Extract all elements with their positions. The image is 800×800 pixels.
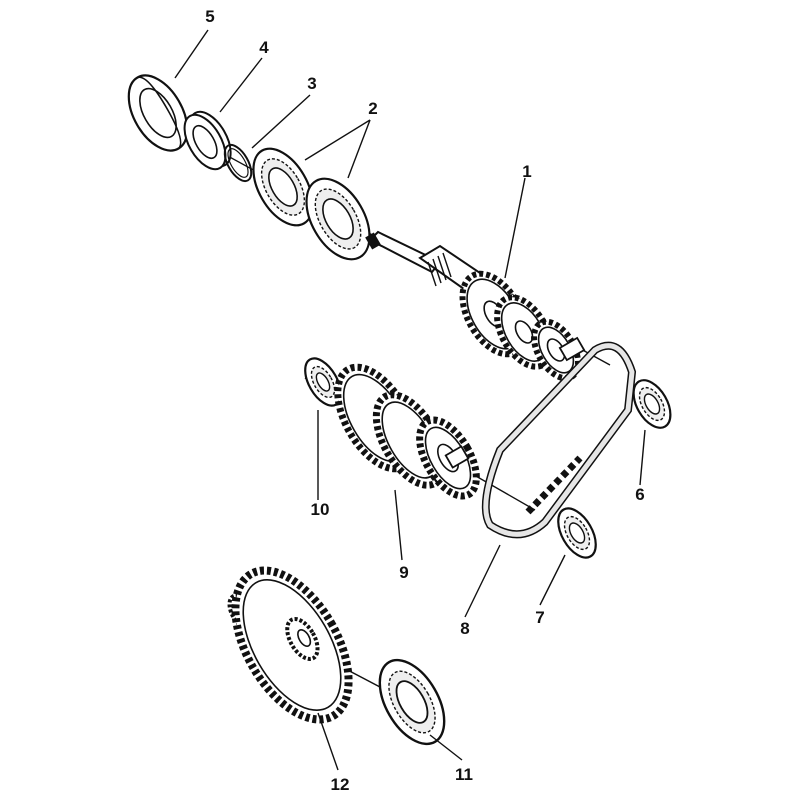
shaft-spline (427, 252, 452, 287)
label-part-3: 3 (307, 74, 316, 93)
label-part-8: 8 (460, 619, 469, 638)
label-part-4: 4 (259, 38, 269, 57)
final-drive-gear (227, 566, 353, 724)
ball-bearing-a (252, 147, 314, 227)
counter-gear-cluster (334, 363, 480, 500)
leader-lines (174, 29, 646, 771)
label-part-12: 12 (331, 775, 350, 794)
part-labels: 5 4 3 2 1 6 7 8 9 10 11 12 (205, 7, 644, 794)
label-part-1: 1 (522, 162, 531, 181)
label-part-5: 5 (205, 7, 214, 26)
label-part-7: 7 (535, 608, 544, 627)
main-shaft (365, 230, 586, 382)
label-part-11: 11 (455, 765, 473, 784)
bearing-lower (557, 507, 597, 559)
oil-seal (127, 74, 189, 152)
bearing-right (632, 379, 672, 429)
shaft-gear-small (531, 318, 581, 382)
ball-bearing-b (305, 177, 371, 261)
bearing-left (304, 357, 342, 407)
drive-chain (481, 341, 637, 539)
label-part-10: 10 (311, 500, 330, 519)
ball-bearing-final (378, 658, 446, 746)
final-gear-wheel (231, 566, 353, 724)
bushing (183, 110, 232, 171)
label-part-2: 2 (368, 99, 377, 118)
label-part-9: 9 (399, 563, 408, 582)
label-part-6: 6 (635, 485, 644, 504)
circlip (223, 143, 253, 183)
